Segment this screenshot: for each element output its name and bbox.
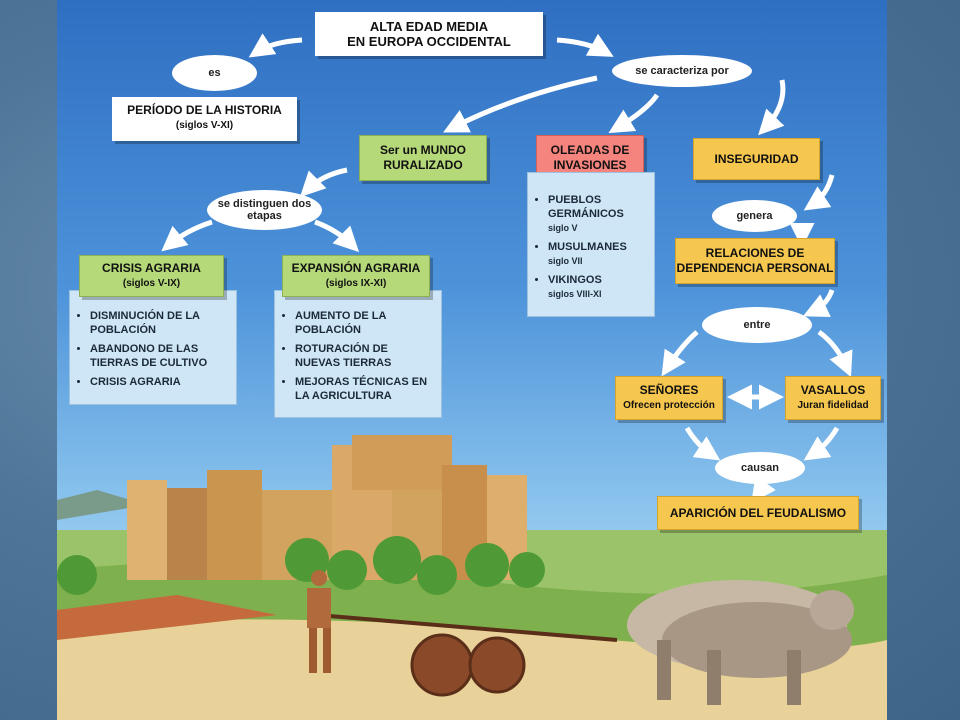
landscape-illustration [57, 435, 887, 720]
expansion-line1: EXPANSIÓN AGRARIA [291, 261, 421, 275]
plough-icon [316, 613, 618, 697]
periodo-box: PERÍODO DE LA HISTORIA (siglos V-XI) [112, 97, 297, 141]
main-title: ALTA EDAD MEDIA EN EUROPA OCCIDENTAL [315, 12, 543, 56]
oleadas-line1: OLEADAS DE [550, 143, 630, 157]
oleadas-line2: INVASIONES [553, 158, 627, 172]
crisis-line1: CRISIS AGRARIA [102, 261, 201, 275]
periodo-line1: PERÍODO DE LA HISTORIA [127, 103, 282, 117]
connector-caracteriza: se caracteriza por [612, 55, 752, 87]
connector-arrows [161, 33, 853, 504]
connector-distinguen: se distinguen dos etapas [207, 190, 322, 230]
vasallos-title: VASALLOS [800, 383, 866, 397]
list-item: MEJORAS TÉCNICAS EN LA AGRICULTURA [295, 375, 433, 403]
list-item: DISMINUCIÓN DE LA POBLACIÓN [90, 309, 228, 337]
relaciones-box: RELACIONES DE DEPENDENCIA PERSONAL [675, 238, 835, 284]
senores-box: SEÑORES Ofrecen protección [615, 376, 723, 420]
connector-es: es [172, 55, 257, 91]
crisis-line2: (siglos V-IX) [122, 278, 181, 289]
connector-causan: causan [715, 452, 805, 484]
list-item: AUMENTO DE LA POBLACIÓN [295, 309, 433, 337]
relaciones-line2: DEPENDENCIA PERSONAL [676, 261, 834, 275]
vasallos-sub: Juran fidelidad [797, 400, 869, 411]
rural-box: Ser un MUNDO RURALIZADO [359, 135, 487, 181]
periodo-line2: (siglos V-XI) [175, 120, 234, 131]
concept-map-panel: ALTA EDAD MEDIA EN EUROPA OCCIDENTAL es … [57, 0, 887, 720]
crisis-list: DISMINUCIÓN DE LA POBLACIÓN ABANDONO DE … [69, 290, 237, 405]
farmer-icon [307, 570, 331, 673]
list-item: ROTURACIÓN DE NUEVAS TIERRAS [295, 342, 433, 370]
title-line1: ALTA EDAD MEDIA [369, 19, 489, 34]
feudalismo-box: APARICIÓN DEL FEUDALISMO [657, 496, 859, 530]
crisis-box: CRISIS AGRARIA (siglos V-IX) [79, 255, 224, 297]
connector-entre: entre [702, 307, 812, 343]
rural-line2: RURALIZADO [383, 158, 463, 172]
oxen-icon [627, 580, 854, 705]
senores-title: SEÑORES [639, 383, 699, 397]
connector-genera: genera [712, 200, 797, 232]
senores-sub: Ofrecen protección [623, 400, 715, 411]
inseguridad-box: INSEGURIDAD [693, 138, 820, 180]
expansion-box: EXPANSIÓN AGRARIA (siglos IX-XI) [282, 255, 430, 297]
list-item: CRISIS AGRARIA [90, 375, 228, 389]
relaciones-line1: RELACIONES DE [705, 246, 805, 260]
vasallos-box: VASALLOS Juran fidelidad [785, 376, 881, 420]
expansion-list: AUMENTO DE LA POBLACIÓN ROTURACIÓN DE NU… [274, 290, 442, 418]
rural-line1: Ser un MUNDO [379, 143, 466, 157]
list-item: ABANDONO DE LAS TIERRAS DE CULTIVO [90, 342, 228, 370]
title-line2: EN EUROPA OCCIDENTAL [347, 34, 511, 49]
expansion-line2: (siglos IX-XI) [325, 278, 387, 289]
